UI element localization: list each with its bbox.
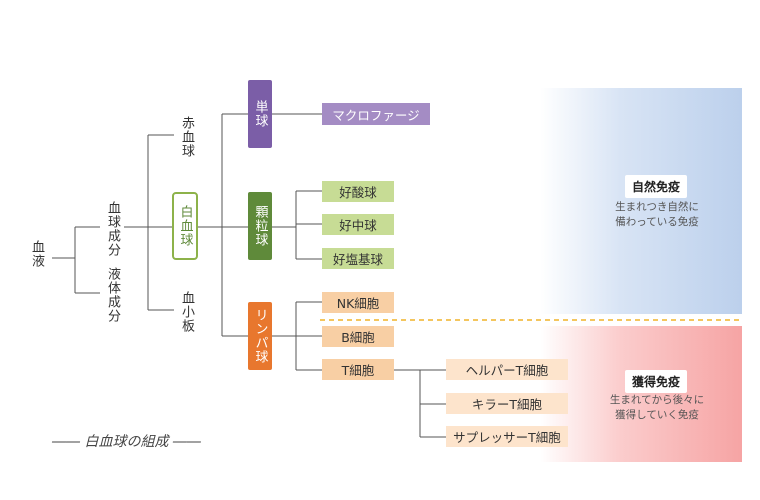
monocyte-box: 単球 <box>248 80 272 148</box>
nk-cell-box: NK細胞 <box>322 292 394 313</box>
suppressor-t-cell-box: サプレッサーT細胞 <box>446 426 568 447</box>
lymphocyte-box: リンパ球 <box>248 302 272 370</box>
granulocyte-box: 顆粒球 <box>248 192 272 260</box>
b-cell-box: B細胞 <box>322 326 394 347</box>
liquid-component-label: 液体成分 <box>105 267 120 323</box>
basophil-box: 好塩基球 <box>322 248 394 269</box>
innate-immunity-panel <box>540 88 742 314</box>
helper-t-cell-box: ヘルパーT細胞 <box>446 359 568 380</box>
innate-immunity-desc: 生まれつき自然に 備わっている免疫 <box>602 200 712 230</box>
platelet-label: 血小板 <box>179 291 194 333</box>
killer-t-cell-box: キラーT細胞 <box>446 393 568 414</box>
acquired-immunity-panel <box>540 326 742 462</box>
diagram-caption: ―― 白血球の組成 ―― <box>52 434 201 450</box>
acquired-desc-line-2: 獲得していく免疫 <box>615 409 699 421</box>
innate-desc-line-2: 備わっている免疫 <box>615 216 699 228</box>
eosinophil-box: 好酸球 <box>322 181 394 202</box>
white-blood-cell-box: 白血球 <box>172 192 198 260</box>
neutrophil-box: 好中球 <box>322 214 394 235</box>
t-cell-box: T細胞 <box>322 359 394 380</box>
macrophage-box: マクロファージ <box>322 103 430 125</box>
innate-immunity-title: 自然免疫 <box>625 175 688 198</box>
blood-label: 血液 <box>29 240 44 268</box>
acquired-immunity-title: 獲得免疫 <box>625 370 688 393</box>
red-blood-cell-label: 赤血球 <box>179 116 194 158</box>
acquired-desc-line-1: 生まれてから後々に <box>609 394 705 406</box>
cellular-component-label: 血球成分 <box>105 201 120 257</box>
acquired-immunity-desc: 生まれてから後々に 獲得していく免疫 <box>598 393 716 423</box>
innate-desc-line-1: 生まれつき自然に <box>615 201 699 213</box>
